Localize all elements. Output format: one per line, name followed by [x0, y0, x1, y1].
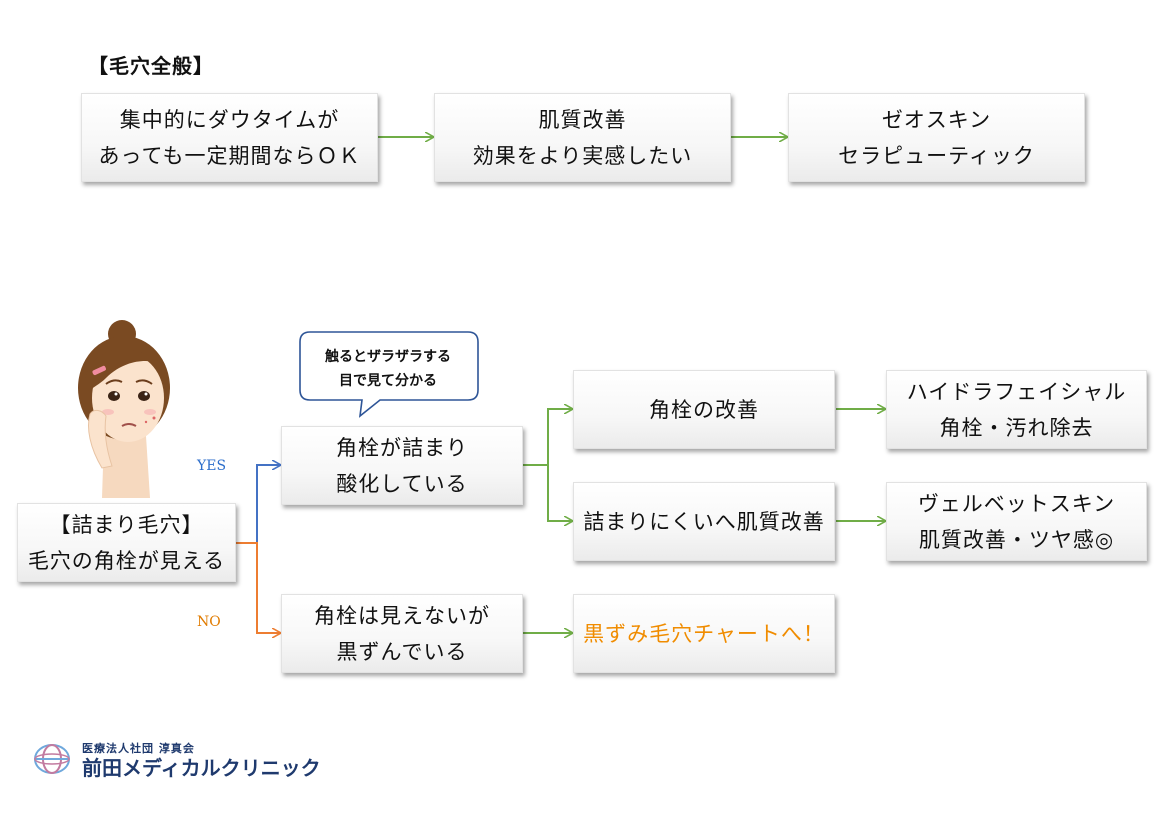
- yes-box-line2: 酸化している: [336, 471, 468, 496]
- speech-bubble-text: 触るとザラザラする 目で見て分かる: [298, 345, 478, 393]
- result-velvet-skin-line2: 肌質改善・ツヤ感◎: [918, 527, 1115, 552]
- clogged-pores-subtitle: 毛穴の角栓が見える: [27, 548, 226, 573]
- arrow-option1: [523, 409, 572, 466]
- yes-box-line1: 角栓が詰まり: [336, 435, 468, 460]
- no-result-box: 黒ずみ毛穴チャートへ！: [573, 594, 835, 673]
- clinic-logo-name: 前田メディカルクリニック: [82, 756, 321, 780]
- result-velvet-skin-line1: ヴェルベットスキン: [917, 491, 1116, 516]
- section-title-general: 【毛穴全般】: [88, 54, 214, 78]
- woman-illustration: [78, 320, 170, 498]
- general-box-skin-quality-line1: 肌質改善: [538, 107, 627, 132]
- result-hydrafacial: ハイドラフェイシャル 角栓・汚れ除去: [886, 370, 1147, 449]
- no-box-darkened: 角栓は見えないが 黒ずんでいる: [281, 594, 523, 673]
- arrow-no: [236, 542, 280, 633]
- no-box-line1: 角栓は見えないが: [314, 603, 490, 628]
- general-box-downtime-line1: 集中的にダウタイムが: [119, 107, 340, 132]
- clinic-logo-subtitle: 医療法人社団 淳真会: [82, 742, 195, 755]
- speech-bubble: [299, 331, 479, 418]
- general-box-downtime: 集中的にダウタイムが あっても一定期間ならＯＫ: [81, 93, 378, 182]
- clinic-logo-icon: [34, 744, 70, 774]
- yes-label: YES: [197, 458, 227, 474]
- no-result-label: 黒ずみ毛穴チャートへ！: [583, 621, 825, 646]
- result-hydrafacial-line1: ハイドラフェイシャル: [906, 379, 1127, 404]
- arrow-yes: [236, 465, 280, 544]
- speech-bubble-line1: 触るとザラザラする: [325, 349, 451, 365]
- result-hydrafacial-line2: 角栓・汚れ除去: [939, 415, 1094, 440]
- speech-bubble-line2: 目で見て分かる: [339, 373, 437, 389]
- option-plug-improvement: 角栓の改善: [573, 370, 835, 449]
- yes-box-oxidized: 角栓が詰まり 酸化している: [281, 426, 523, 505]
- general-box-zo-skin: ゼオスキン セラピューティック: [788, 93, 1085, 182]
- result-velvet-skin: ヴェルベットスキン 肌質改善・ツヤ感◎: [886, 482, 1147, 561]
- option-skin-quality: 詰まりにくいへ肌質改善: [573, 482, 835, 561]
- general-box-skin-quality: 肌質改善 効果をより実感したい: [434, 93, 731, 182]
- clogged-pores-title: 【詰まり毛穴】: [49, 512, 204, 537]
- general-box-skin-quality-line2: 効果をより実感したい: [472, 143, 693, 168]
- option-skin-quality-label: 詰まりにくいへ肌質改善: [583, 509, 825, 534]
- no-label: NO: [197, 614, 221, 630]
- general-box-downtime-line2: あっても一定期間ならＯＫ: [98, 143, 361, 168]
- general-box-zo-skin-line2: セラピューティック: [838, 143, 1035, 168]
- arrow-option2: [523, 464, 572, 521]
- no-box-line2: 黒ずんでいる: [336, 639, 468, 664]
- option-plug-improvement-label: 角栓の改善: [649, 397, 759, 422]
- general-box-zo-skin-line1: ゼオスキン: [881, 107, 992, 132]
- clogged-pores-start-box: 【詰まり毛穴】 毛穴の角栓が見える: [17, 503, 236, 582]
